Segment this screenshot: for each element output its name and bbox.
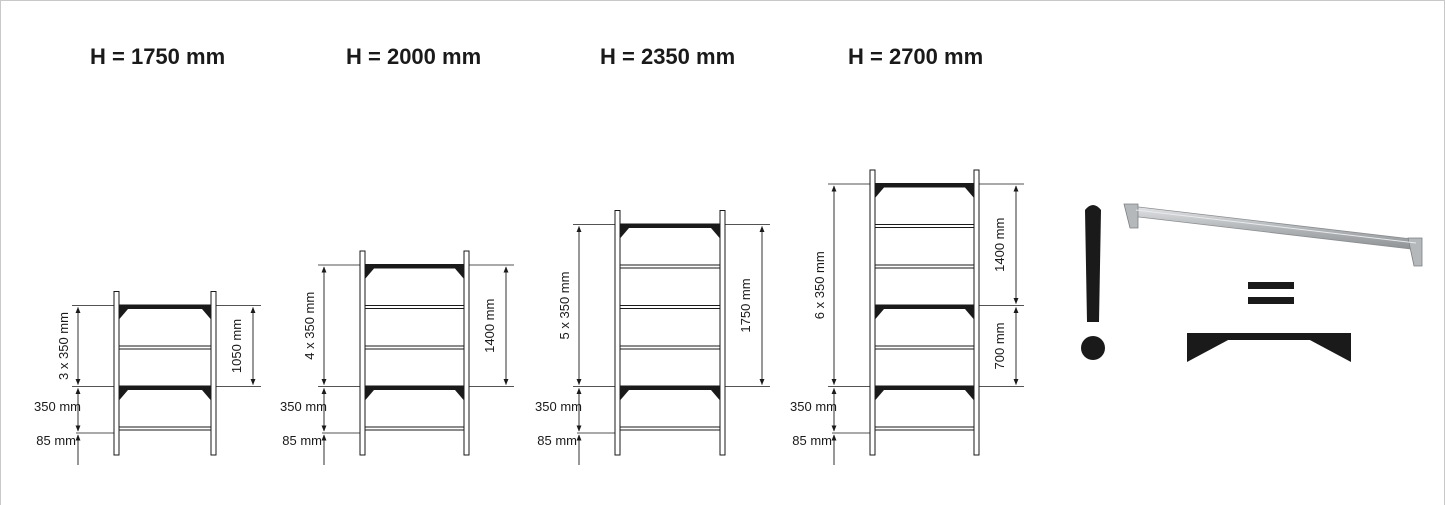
equals-symbol [1248, 282, 1294, 304]
corner-bracket [620, 224, 632, 239]
right-upright [210, 291, 217, 456]
span-label: 1400 mm [992, 218, 1007, 272]
corner-bracket [708, 224, 720, 239]
rack-title-1: H = 1750 mm [90, 44, 226, 69]
corner-bracket [708, 386, 720, 401]
corner-bracket [199, 386, 211, 401]
right-upright [973, 169, 980, 456]
corner-bracket [119, 386, 131, 401]
rack-3: 5 x 350 mm 350 mm 85 mm 1750 mm [535, 210, 770, 465]
reinforcing-beam [620, 385, 720, 390]
bottom-pitch-label: 350 mm [535, 399, 582, 414]
reinforcing-beam [620, 223, 720, 228]
rack-title-3: H = 2350 mm [600, 44, 736, 69]
base-label: 85 mm [36, 433, 76, 448]
pitch-label: 3 x 350 mm [56, 312, 71, 380]
span-label: 1750 mm [738, 278, 753, 332]
pitch-label: 5 x 350 mm [557, 272, 572, 340]
bottom-pitch-label: 350 mm [34, 399, 81, 414]
right-upright [463, 250, 470, 456]
base-label: 85 mm [537, 433, 577, 448]
exclamation-mark-icon [1081, 205, 1105, 360]
corner-bracket [875, 305, 887, 320]
corner-bracket [962, 386, 974, 401]
pitch-label: 4 x 350 mm [302, 292, 317, 360]
rack-title-4: H = 2700 mm [848, 44, 984, 69]
reinforcing-beam [119, 385, 211, 390]
reinforcing-beam-photo [1123, 203, 1423, 267]
corner-bracket [452, 386, 464, 401]
corner-bracket [365, 265, 377, 279]
corner-bracket [452, 265, 464, 279]
span-label: 1400 mm [482, 299, 497, 353]
span-label: 1050 mm [229, 319, 244, 373]
corner-bracket [119, 305, 131, 320]
pitch-label: 6 x 350 mm [812, 251, 827, 319]
reinforcing-beam [119, 304, 211, 309]
corner-bracket [875, 386, 887, 401]
reinforcing-beam [875, 183, 974, 187]
corner-bracket [620, 386, 632, 401]
reinforcing-beam [875, 304, 974, 309]
corner-bracket [875, 184, 887, 198]
bottom-pitch-label: 350 mm [280, 399, 327, 414]
corner-bracket [199, 305, 211, 320]
beam-symbol [1187, 333, 1351, 362]
base-label: 85 mm [282, 433, 322, 448]
reinforcing-beam [875, 385, 974, 390]
left-upright [869, 169, 876, 456]
span-label: 700 mm [992, 323, 1007, 370]
rack-2: 4 x 350 mm 350 mm 85 mm 1400 mm [280, 250, 514, 465]
base-label: 85 mm [792, 433, 832, 448]
reinforcing-beam [365, 264, 464, 268]
left-upright [614, 210, 621, 456]
rack-title-2: H = 2000 mm [346, 44, 482, 69]
rack-4: 6 x 350 mm 350 mm 85 mm 1400 mm 700 mm [790, 169, 1024, 465]
corner-bracket [365, 386, 377, 401]
corner-bracket [962, 184, 974, 198]
right-upright [719, 210, 726, 456]
corner-bracket [962, 305, 974, 320]
bottom-pitch-label: 350 mm [790, 399, 837, 414]
rack-1: 3 x 350 mm 350 mm 85 mm 1050 mm [34, 291, 261, 465]
left-upright [113, 291, 120, 456]
left-upright [359, 250, 366, 456]
reinforcing-beam [365, 385, 464, 390]
